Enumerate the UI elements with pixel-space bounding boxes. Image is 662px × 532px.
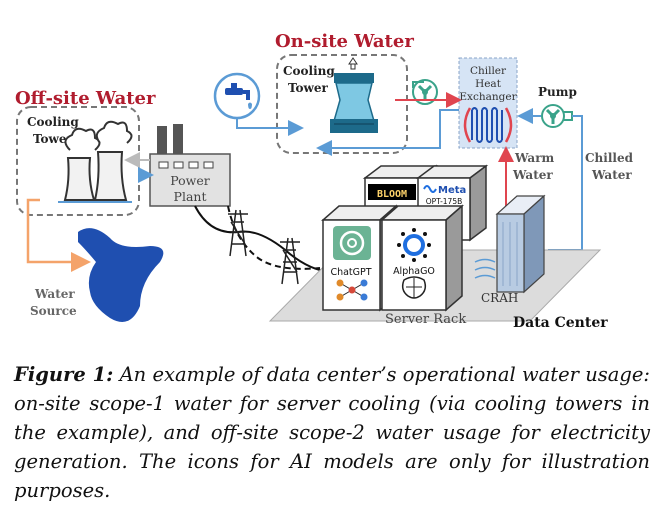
chiller-label-2: Heat [475, 78, 502, 90]
offsite-tower-label-1: Cooling [27, 115, 79, 129]
airflow-arrows [474, 258, 496, 279]
figure-number: Figure 1: [14, 363, 114, 386]
warm-water-label-1: Warm [514, 151, 555, 165]
opt-label: OPT-175B [426, 197, 463, 206]
crah-unit [495, 194, 546, 294]
caption-text: An example of data center’s operational … [14, 363, 650, 502]
server-rack-label: Server Rack [385, 312, 466, 327]
alphago-label: AlphaGO [393, 266, 435, 277]
onsite-tower-label-1: Cooling [283, 64, 335, 78]
pump-icon [541, 104, 573, 128]
offsite-tower-label-2: Tower [33, 132, 74, 146]
bloom-label: BLOOM [377, 189, 407, 200]
onsite-tower-label-2: Tower [288, 81, 329, 95]
heat-exchanger-coil [471, 107, 503, 143]
water-source-lake [78, 228, 164, 322]
water-source-label-1: Water [34, 287, 75, 301]
chiller-label-1: Chiller [470, 65, 507, 77]
meta-label: Meta [438, 185, 466, 196]
fan-icon [412, 79, 438, 105]
faucet-icon [213, 72, 261, 120]
pump-label: Pump [538, 85, 577, 99]
chilled-water-label-2: Water [591, 168, 632, 182]
onsite-water-title: On-site Water [275, 31, 414, 52]
chatgpt-label: ChatGPT [330, 267, 371, 278]
transmission-tower-1 [228, 209, 248, 257]
warm-water-label-2: Water [512, 168, 553, 182]
onsite-cooling-tower-icon [330, 57, 378, 133]
crah-label: CRAH [481, 291, 518, 305]
offsite-cooling-tower-icon [63, 120, 133, 201]
water-source-label-2: Source [30, 304, 77, 318]
chiller-label-3: Exchanger [459, 91, 517, 103]
power-lines [194, 205, 331, 273]
power-plant-label-2: Plant [174, 189, 207, 204]
server-alphago [380, 204, 464, 312]
transmission-tower-2 [280, 237, 300, 285]
data-center-label: Data Center [513, 315, 608, 331]
data-center-water-diagram: On-site Water Off-site Water Cooling Tow… [15, 31, 634, 331]
figure-caption: Figure 1: An example of data center’s op… [14, 360, 650, 505]
chilled-water-label-1: Chilled [585, 151, 634, 165]
power-plant-label-1: Power [170, 173, 210, 188]
offsite-water-title: Off-site Water [15, 88, 156, 109]
power-plant-icon [149, 124, 231, 207]
